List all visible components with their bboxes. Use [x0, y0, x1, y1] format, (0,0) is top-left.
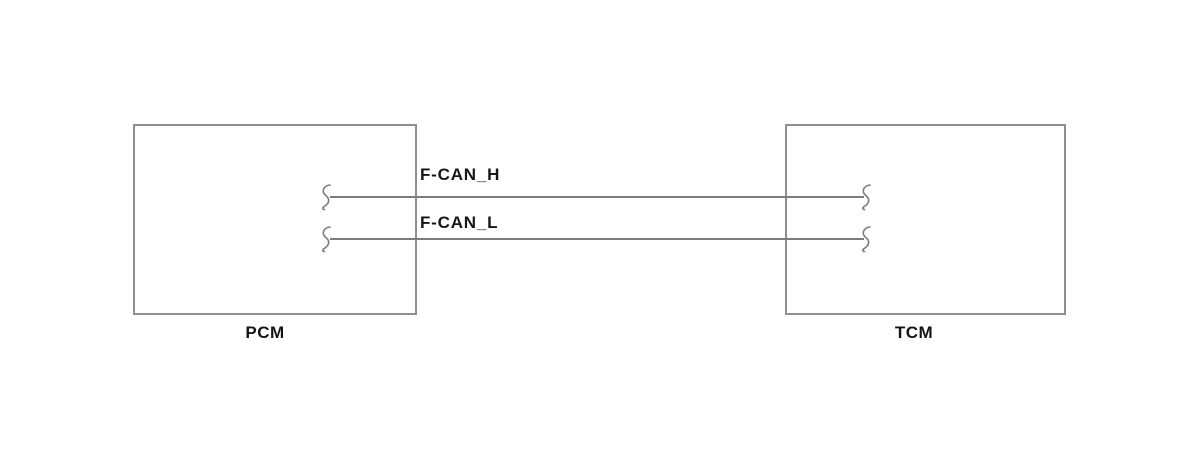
wire-f-can-h	[330, 196, 864, 198]
wire-label-f-can-l: F-CAN_L	[420, 213, 499, 232]
wire-label-f-can-h: F-CAN_H	[420, 165, 501, 184]
pcm-module-box	[133, 124, 417, 315]
pcm-label: PCM	[245, 323, 285, 342]
connector-break-icon	[322, 226, 331, 253]
wire-f-can-l	[330, 238, 864, 240]
connector-break-icon	[862, 184, 871, 211]
tcm-module-box	[785, 124, 1066, 315]
connector-break-icon	[322, 184, 331, 211]
connector-break-icon	[862, 226, 871, 253]
tcm-label: TCM	[894, 323, 934, 342]
